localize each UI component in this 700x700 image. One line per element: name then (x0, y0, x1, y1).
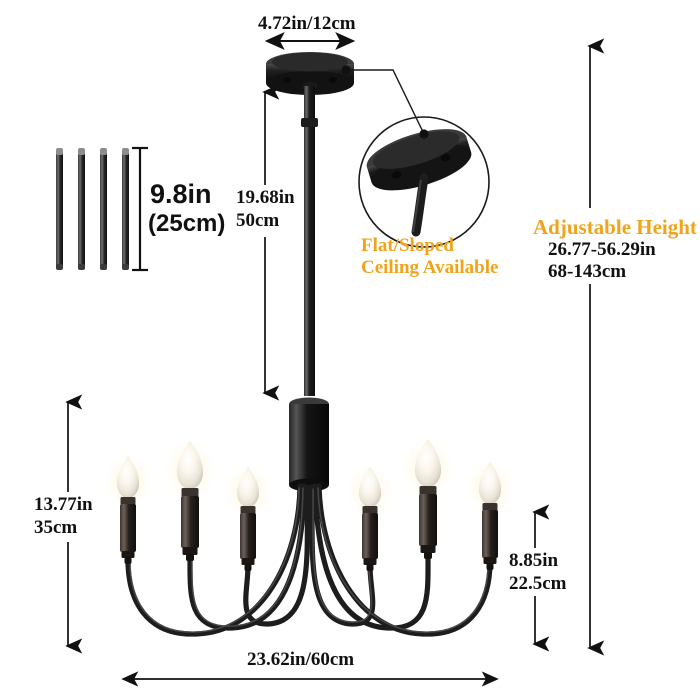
candle-light-6 (464, 458, 516, 570)
label-adjustable-heading: Adjustable Height (533, 215, 697, 239)
label-rod-length-in: 9.8in (150, 179, 212, 209)
label-fixture-height-in: 13.77in (34, 494, 93, 515)
label-fixture-width: 23.62in/60cm (247, 649, 355, 670)
label-adjustable-range-in: 26.77-56.29in (548, 239, 656, 260)
callout-leader-line (341, 65, 429, 139)
center-hub (289, 397, 329, 492)
chandelier-arms (125, 483, 493, 637)
downrod (301, 86, 318, 396)
label-fixture-height-cm: 35cm (34, 517, 78, 538)
sloped-ceiling-callout (358, 116, 490, 248)
label-adjustable-range-cm: 68-143cm (548, 261, 627, 282)
label-downrod-in: 19.68in (236, 187, 295, 208)
candle-light-5 (400, 435, 456, 559)
label-callout-line2: Ceiling Available (361, 257, 499, 278)
label-downrod-cm: 50cm (236, 210, 280, 231)
candle-light-4 (345, 463, 395, 571)
ceiling-canopy (266, 52, 354, 95)
extension-rods (56, 148, 129, 270)
label-candle-height-in: 8.85in (509, 550, 559, 571)
label-callout-line1: Flat/Sloped (361, 235, 454, 256)
dimension-rod-length (132, 146, 148, 272)
candle-light-2 (162, 437, 218, 561)
candle-light-3 (223, 463, 273, 571)
label-canopy-width: 4.72in/12cm (258, 13, 356, 34)
chandelier-arms-highlight (129, 487, 489, 633)
label-candle-height-cm: 22.5cm (509, 573, 567, 594)
candle-light-1 (102, 452, 154, 564)
label-rod-length-cm: (25cm) (148, 210, 226, 237)
